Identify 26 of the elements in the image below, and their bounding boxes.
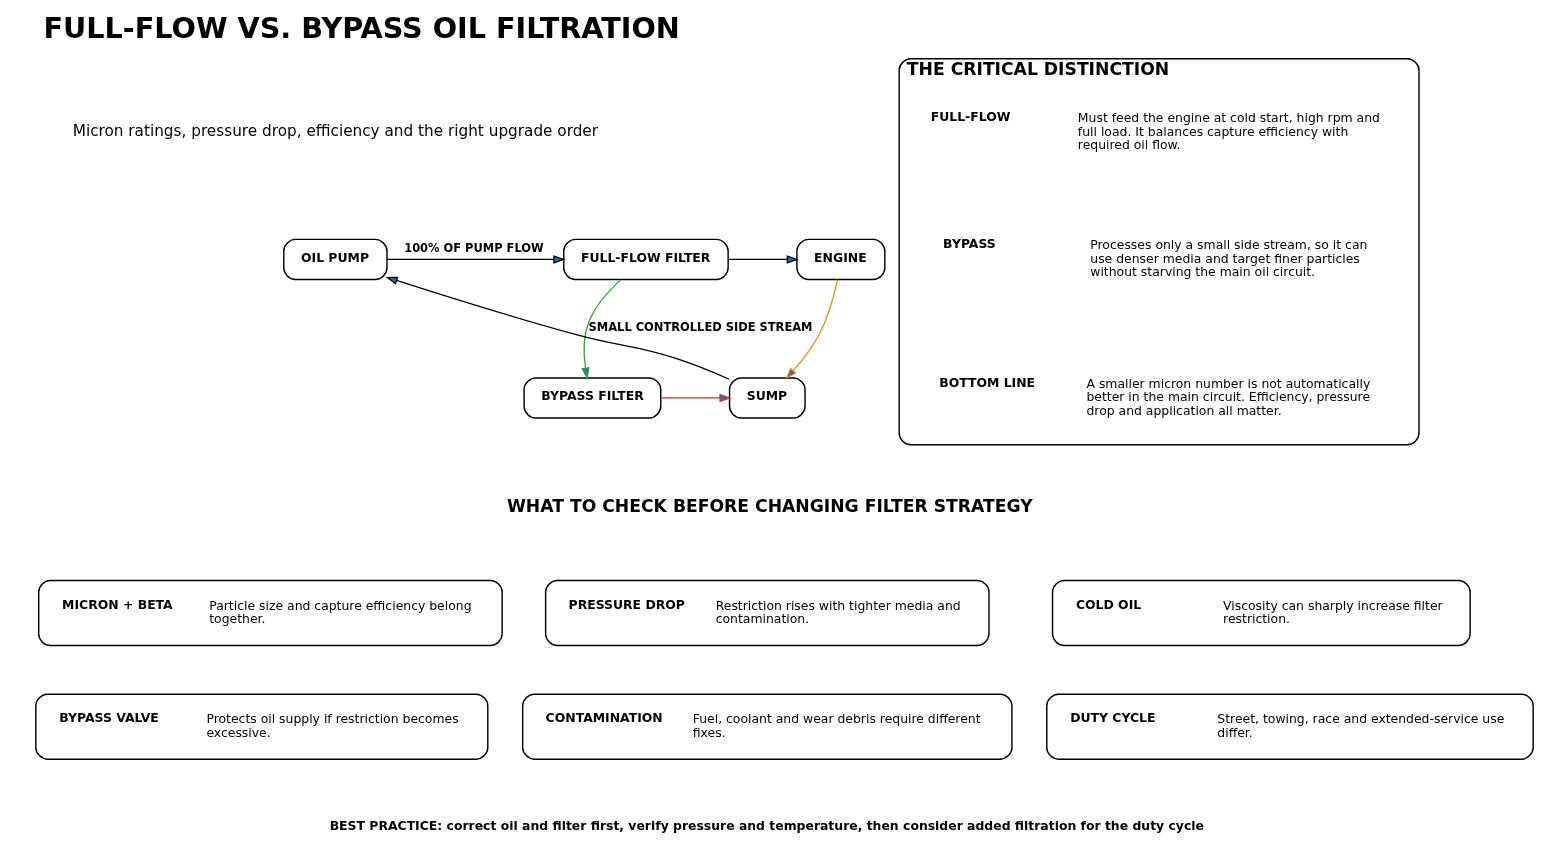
node-box: FULL-FLOW FILTER [562, 238, 729, 281]
node-box: PRESSURE DROP Restriction rises with tighter media and contamination. [544, 579, 990, 647]
node-box: ENGINE [795, 238, 886, 281]
arrow [385, 255, 565, 264]
label: BEST PRACTICE: correct oil and filter first, verify pressure and temperature, then consider added filtration for the duty cycle [329, 818, 1204, 834]
diagram-title: FULL-FLOW VS. BYPASS OIL FILTRATION [42, 10, 680, 45]
node-box: COLD OIL Viscosity can sharply increase filter restriction. [1051, 579, 1471, 647]
node-box: OIL PUMP [282, 238, 388, 281]
edge-label: SMALL CONTROLLED SIDE STREAM [588, 319, 813, 334]
arrow [785, 278, 838, 380]
arrow [385, 276, 730, 380]
node-box: BYPASS FILTER [522, 377, 661, 419]
node-text: BOTTOM LINE A smaller micron number is not automatically better in the main circuit. Efficiency, pressure drop and application all matter. [938, 374, 1370, 418]
node-text: BYPASS Processes only a small side stream, so it can use denser media and target finer particles without starving the main oil circuit. [942, 236, 1367, 280]
node-box: CONTAMINATION Fuel, coolant and wear debris require different fixes. [521, 693, 1013, 760]
arrow [580, 279, 622, 380]
edge-label: 100% OF PUMP FLOW [403, 241, 544, 256]
label: Micron ratings, pressure drop, efficiency and the right upgrade order [72, 121, 598, 140]
node-box: SUMP [728, 377, 806, 419]
label: WHAT TO CHECK BEFORE CHANGING FILTER STRATEGY [506, 496, 1033, 517]
node-box: BYPASS VALVE Protects oil supply if restriction becomes excessive. [34, 693, 488, 760]
node-text: FULL-FLOW Must feed the engine at cold start, high rpm and full load. It balances capture efficiency with required oil flow. [930, 109, 1380, 152]
arrow [659, 393, 731, 403]
node-box: MICRON + BETA Particle size and capture efficiency belong together. [37, 579, 503, 647]
node-box: DUTY CYCLE Street, towing, race and extended-service use differ. [1045, 693, 1534, 760]
arrow [727, 255, 799, 264]
